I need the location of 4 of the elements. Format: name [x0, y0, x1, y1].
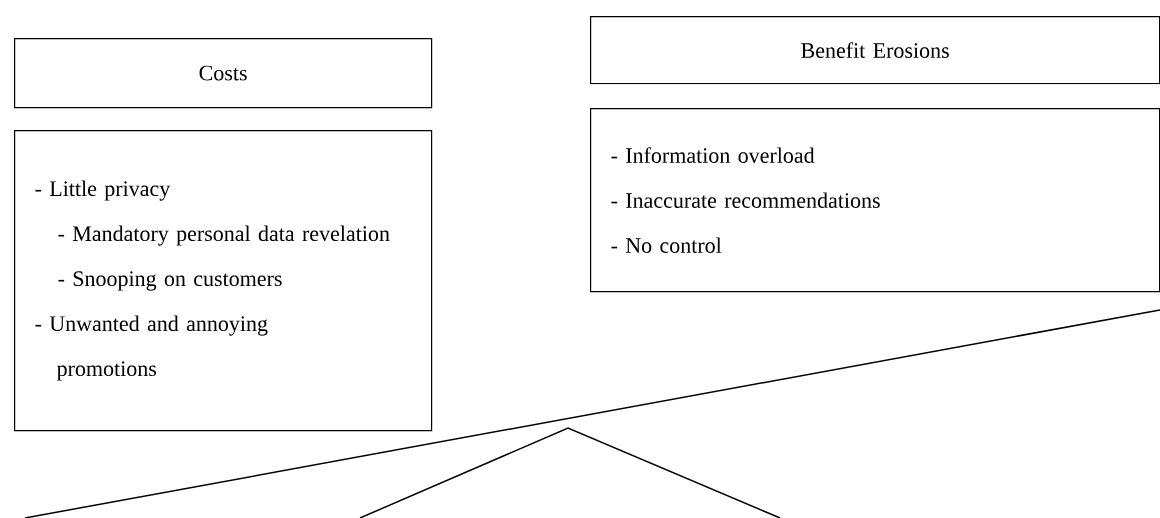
heading-box: Costs [14, 38, 433, 109]
heading-box: Benefit Erosions [590, 16, 1160, 85]
list-box: - Little privacy - Mandatory personal data revelation - Snooping on customers - Unwanted and annoying promotions [14, 130, 433, 432]
list-box: - Information overload - Inaccurate recommendations - No control [590, 108, 1160, 293]
